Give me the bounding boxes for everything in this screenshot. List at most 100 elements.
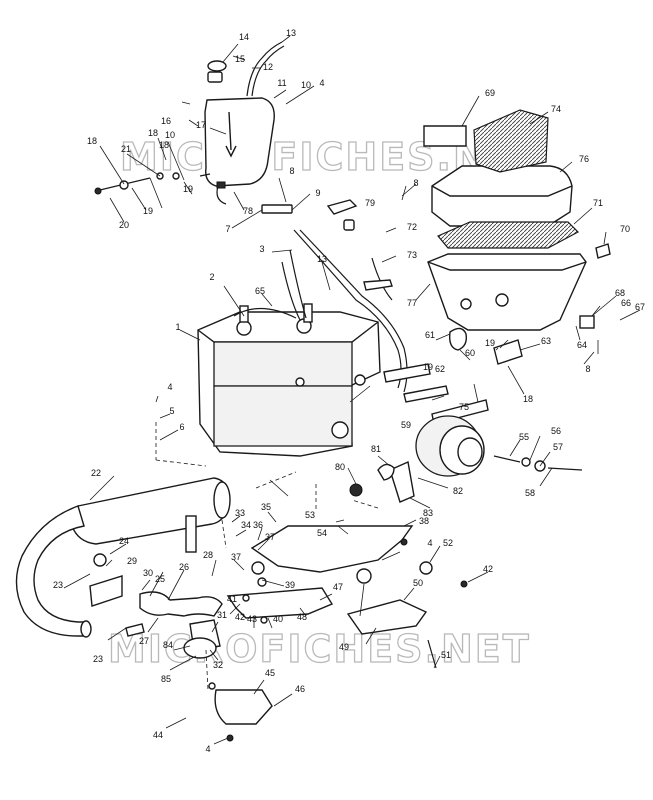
callout: 12 bbox=[263, 62, 273, 72]
callout: 68 bbox=[615, 288, 625, 298]
callout: 39 bbox=[285, 580, 295, 590]
callout: 82 bbox=[453, 486, 463, 496]
callout: 46 bbox=[295, 684, 305, 694]
callout: 61 bbox=[425, 330, 435, 340]
callout: 10 bbox=[165, 130, 175, 140]
callout: 25 bbox=[155, 574, 165, 584]
callout: 31 bbox=[217, 610, 227, 620]
callout: 16 bbox=[161, 116, 171, 126]
callout: 51 bbox=[441, 650, 451, 660]
engine-mount-plate bbox=[226, 525, 468, 669]
callout: 3 bbox=[259, 244, 264, 254]
callout: 41 bbox=[227, 594, 237, 604]
callout: 2 bbox=[209, 272, 214, 282]
callout: 5 bbox=[169, 406, 174, 416]
callout: 30 bbox=[143, 568, 153, 578]
callout: 14 bbox=[239, 32, 249, 42]
callout: 84 bbox=[163, 640, 173, 650]
callout: 23 bbox=[93, 654, 103, 664]
callout: 4 bbox=[319, 78, 324, 88]
callout: 19 bbox=[183, 184, 193, 194]
callout: 18 bbox=[159, 140, 169, 150]
callout: 18 bbox=[87, 136, 97, 146]
callout: 8 bbox=[289, 166, 294, 176]
alignment-lines bbox=[155, 422, 379, 691]
callout: 75 bbox=[459, 402, 469, 412]
callout: 55 bbox=[519, 432, 529, 442]
callout: 48 bbox=[297, 612, 307, 622]
callout: 49 bbox=[339, 642, 349, 652]
callout: 34 bbox=[241, 520, 251, 530]
callout: 60 bbox=[465, 348, 475, 358]
callout: 11 bbox=[277, 78, 286, 88]
callout: 19 bbox=[143, 206, 153, 216]
callout: 20 bbox=[119, 220, 129, 230]
callout: 59 bbox=[401, 420, 411, 430]
callout: 71 bbox=[593, 198, 603, 208]
callout: 10 bbox=[301, 80, 311, 90]
callout: 8 bbox=[413, 178, 418, 188]
callout: 79 bbox=[365, 198, 375, 208]
callout: 74 bbox=[551, 104, 561, 114]
oil-tank-assembly bbox=[94, 41, 293, 214]
callout: 36 bbox=[253, 520, 263, 530]
callout: 4 bbox=[427, 538, 432, 548]
leader-lines bbox=[63, 35, 641, 745]
callout: 80 bbox=[335, 462, 345, 472]
callout: 6 bbox=[179, 422, 184, 432]
callout-labels: 14 13 15 12 11 10 4 16 17 10 18 18 18 21… bbox=[53, 28, 645, 754]
callout: 21 bbox=[121, 144, 131, 154]
callout: 29 bbox=[127, 556, 137, 566]
callout: 67 bbox=[635, 302, 645, 312]
callout: 37 bbox=[265, 532, 275, 542]
callout: 65 bbox=[255, 286, 265, 296]
callout: 17 bbox=[196, 120, 206, 130]
callout: 45 bbox=[265, 668, 275, 678]
callout: 42 bbox=[235, 612, 245, 622]
callout: 23 bbox=[53, 580, 63, 590]
callout: 50 bbox=[413, 578, 423, 588]
callout: 57 bbox=[553, 442, 563, 452]
callout: 19 bbox=[485, 338, 495, 348]
callout: 27 bbox=[139, 636, 149, 646]
callout: 43 bbox=[247, 614, 257, 624]
callout: 22 bbox=[91, 468, 101, 478]
callout: 26 bbox=[179, 562, 189, 572]
callout: 15 bbox=[235, 54, 245, 64]
callout: 66 bbox=[621, 298, 631, 308]
callout: 56 bbox=[551, 426, 561, 436]
callout: 38 bbox=[419, 516, 429, 526]
drive-clutch bbox=[349, 415, 583, 503]
callout: 62 bbox=[435, 364, 445, 374]
callout: 44 bbox=[153, 730, 163, 740]
callout: 52 bbox=[443, 538, 453, 548]
callout: 81 bbox=[371, 444, 381, 454]
callout: 47 bbox=[333, 582, 343, 592]
exhaust-assembly bbox=[15, 477, 273, 742]
callout: 72 bbox=[407, 222, 417, 232]
callout: 85 bbox=[161, 674, 171, 684]
callout: 53 bbox=[305, 510, 315, 520]
callout: 1 bbox=[175, 322, 180, 332]
callout: 58 bbox=[525, 488, 535, 498]
air-box-assembly bbox=[363, 109, 611, 331]
callout: 24 bbox=[119, 536, 129, 546]
callout: 35 bbox=[261, 502, 271, 512]
callout: 64 bbox=[577, 340, 587, 350]
callout: 77 bbox=[407, 298, 417, 308]
callout: 13 bbox=[317, 254, 327, 264]
callout: 8 bbox=[585, 364, 590, 374]
callout: 13 bbox=[286, 28, 296, 38]
callout: 54 bbox=[317, 528, 327, 538]
callout: 42 bbox=[483, 564, 493, 574]
callout: 70 bbox=[620, 224, 630, 234]
callout: 4 bbox=[167, 382, 172, 392]
callout: 69 bbox=[485, 88, 495, 98]
callout: 83 bbox=[423, 508, 433, 518]
callout: 4 bbox=[205, 744, 210, 754]
callout: 63 bbox=[541, 336, 551, 346]
callout: 7 bbox=[225, 224, 230, 234]
callout: 18 bbox=[523, 394, 533, 404]
callout: 28 bbox=[203, 550, 213, 560]
